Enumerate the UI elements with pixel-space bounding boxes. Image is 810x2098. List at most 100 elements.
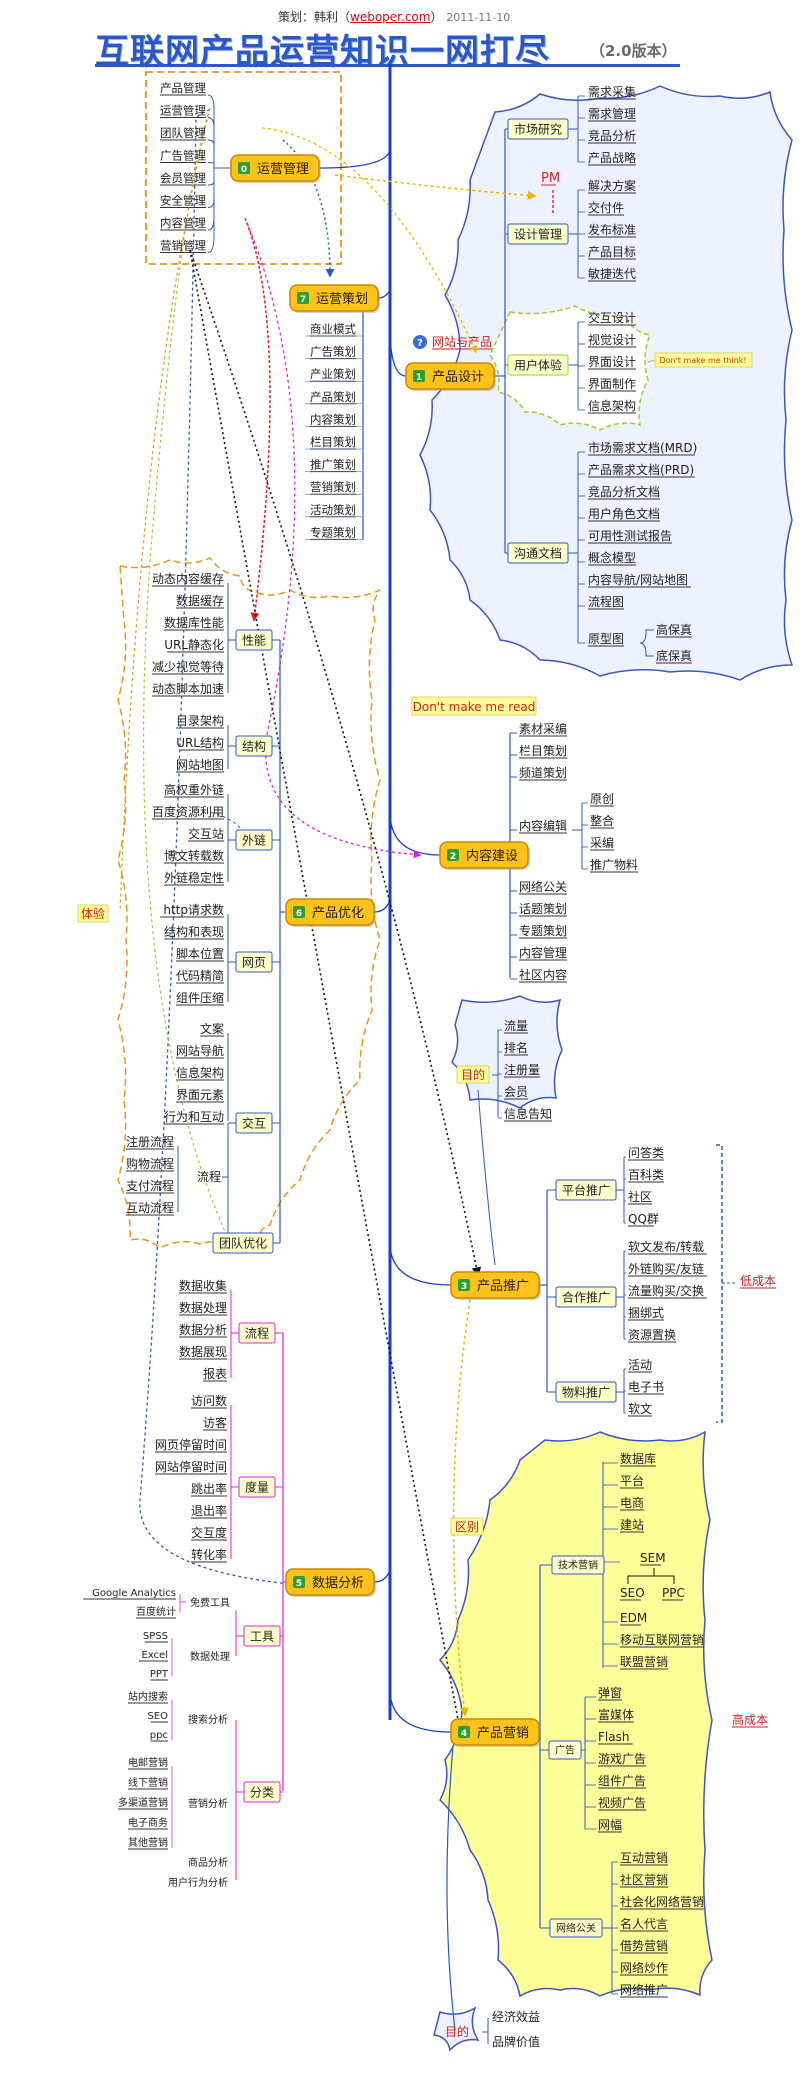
- marketing-purpose-link: [446, 1745, 456, 2031]
- ops-mgmt-item: 内容管理: [160, 216, 206, 230]
- ops-plan-item: 商业模式: [310, 322, 356, 336]
- marketing-pr: [549, 1918, 603, 1938]
- pd-item: 发布标准: [588, 222, 636, 237]
- difference-label: 区别: [455, 1520, 479, 1534]
- pd-group-label: 市场研究: [514, 121, 562, 136]
- ops-mgmt-connector: [207, 162, 231, 169]
- main-node-number-badge: [293, 1576, 305, 1588]
- optimize-item: 数据库性能: [164, 615, 224, 630]
- main-node-label: 数据分析: [312, 1576, 364, 1591]
- marketing-cloud: [438, 1430, 713, 1998]
- tech-item: 联盟营销: [620, 1655, 668, 1669]
- ops-mgmt-item: 广告管理: [160, 149, 206, 163]
- ops-plan-item: 营销策划: [310, 480, 356, 494]
- version-label: （2.0版本）: [590, 42, 677, 60]
- data-item: 转化率: [191, 1547, 227, 1562]
- ad-item: 组件广告: [598, 1774, 646, 1788]
- pd-group: [507, 542, 569, 564]
- pd-item: 解决方案: [588, 178, 636, 193]
- data-item: 访问数: [191, 1393, 227, 1408]
- spine-branch: [389, 1244, 452, 1286]
- pd-item: 产品战略: [588, 150, 636, 165]
- goods-analysis-label: 商品分析: [188, 1856, 228, 1869]
- optimize-item: 百度资源利用: [152, 804, 224, 819]
- promo-purpose-link: [477, 1089, 496, 1266]
- main-node: [230, 154, 320, 182]
- search-analysis-label: 搜索分析: [188, 1713, 228, 1726]
- promo-group-label: 合作推广: [562, 1289, 610, 1304]
- ops-mgmt-item: 产品管理: [160, 81, 206, 95]
- data-item: 退出率: [191, 1503, 227, 1518]
- pr-item: 网络推广: [620, 1982, 668, 1997]
- pd-item: 产品目标: [588, 245, 636, 259]
- dont-think-label: Don't make me think!: [659, 356, 746, 365]
- pd-item: 竞品分析: [588, 129, 636, 143]
- site-link[interactable]: weboper.com: [350, 10, 431, 24]
- main-node: [450, 1271, 540, 1299]
- dont-read-label: Don't make me read: [413, 700, 536, 714]
- spine-branch: [373, 1569, 391, 1583]
- promo-purpose-item: 排名: [504, 1040, 528, 1055]
- spine-branch: [377, 289, 391, 299]
- main-node-number: 2: [450, 852, 456, 862]
- data-item: 报表: [203, 1366, 227, 1381]
- spine-branch: [318, 149, 391, 169]
- optimize-group: [235, 829, 273, 851]
- ux-cloud: [489, 305, 652, 431]
- data-item: 数据收集: [179, 1278, 227, 1293]
- optimize-item: 高权重外链: [164, 782, 224, 797]
- main-node-number: 3: [461, 1282, 467, 1292]
- marketing-analysis-item: 多渠道营销: [118, 1796, 168, 1809]
- optimize-item: 交互站: [188, 826, 224, 841]
- main-node-label: 内容建设: [466, 848, 518, 864]
- dont-think-link: [647, 359, 656, 363]
- date: 2011-11-10: [446, 11, 511, 24]
- data-item: 数据展现: [179, 1344, 227, 1359]
- optimize-item: 减少视觉等待: [152, 659, 224, 674]
- optimize-group-label: 交互: [242, 1115, 266, 1130]
- main-node-number: 5: [296, 1579, 302, 1589]
- data-category: [243, 1781, 281, 1803]
- credit-line: 策划：韩利（weboper.com） 2011-11-10: [278, 8, 510, 25]
- data-tools: [243, 1625, 281, 1647]
- spine-branch: [389, 1691, 452, 1733]
- content-item: 专题策划: [519, 923, 567, 938]
- content-item: 频道策划: [519, 766, 567, 780]
- info-icon: [413, 335, 427, 349]
- pr-item: 网络炒作: [620, 1960, 668, 1975]
- promo-purpose-item: 会员: [504, 1085, 528, 1099]
- experience-label: 体验: [81, 906, 105, 921]
- flow-item: 互动流程: [126, 1200, 174, 1215]
- optimize-group: [235, 735, 273, 757]
- content-item: 话题策划: [519, 902, 567, 916]
- pd-group: [507, 223, 569, 245]
- sem-child: PPC: [662, 1586, 685, 1600]
- dont-think-badge: [654, 352, 753, 368]
- behavior-analysis-label: 用户行为分析: [168, 1876, 228, 1889]
- optimize-group-label: 结构: [242, 738, 266, 753]
- pd-item: 需求采集: [588, 84, 636, 99]
- pd-item: 可用性测试报告: [588, 528, 672, 543]
- optimize-group-label: 性能: [242, 633, 266, 647]
- data-item: 访客: [203, 1415, 227, 1430]
- ops-mgmt-connector: [207, 139, 231, 169]
- info-icon-glyph: ?: [417, 338, 423, 349]
- arrow-ops-to-pm: [334, 174, 537, 200]
- main-node-number: 6: [296, 909, 302, 919]
- marketing-purpose-cloud: [433, 2006, 480, 2052]
- pd-item: 概念模型: [588, 550, 636, 565]
- data-tools-label: 工具: [250, 1629, 274, 1643]
- optimize-item: 外链稳定性: [164, 870, 224, 885]
- promo-purpose-item: 信息告知: [504, 1106, 552, 1121]
- arrow-ops-to-data: [139, 109, 302, 1589]
- team-optimize: [212, 1232, 274, 1254]
- arrow-content-to-performance: [244, 217, 271, 622]
- ops-mgmt-connector: [207, 167, 231, 253]
- main-node-number-badge: [238, 162, 250, 174]
- ad-item: 游戏广告: [598, 1752, 646, 1766]
- optimize-item: 脚本位置: [176, 946, 224, 961]
- pd-item: 交互设计: [588, 310, 636, 325]
- optimize-group-label: 外链: [242, 832, 266, 847]
- data-category-label: 分类: [250, 1785, 274, 1799]
- tech-item: 平台: [620, 1473, 644, 1488]
